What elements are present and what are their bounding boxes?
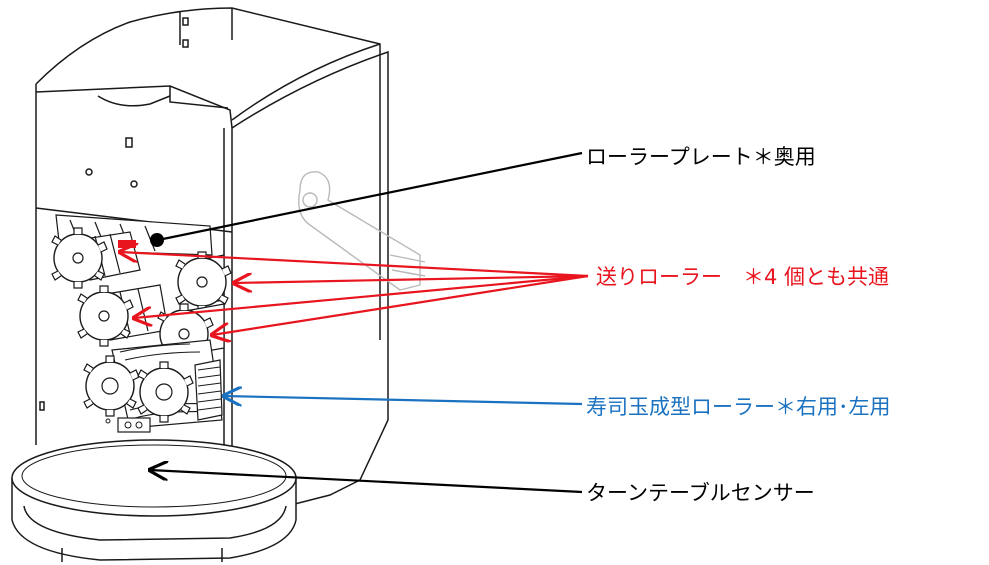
connector-block bbox=[105, 417, 151, 433]
turntable bbox=[11, 439, 297, 562]
leader-sushi-roller bbox=[224, 396, 583, 404]
label-feed-roller: 送りローラー ＊4 個とも共通 bbox=[596, 265, 890, 289]
leader-roller-plate bbox=[150, 151, 583, 247]
roller-assembly bbox=[51, 214, 232, 433]
label-roller-plate: ローラープレート＊奥用 bbox=[586, 145, 816, 169]
leaders-feed-rollers bbox=[120, 252, 589, 335]
side-handle bbox=[298, 171, 426, 291]
sushi-forming-rollers bbox=[83, 339, 223, 429]
feed-roller-top-left bbox=[51, 227, 141, 289]
label-sushi-forming-roller: 寿司玉成型ローラー＊右用･左用 bbox=[586, 395, 891, 419]
label-turntable-sensor: ターンテーブルセンサー bbox=[586, 481, 815, 505]
leader-turntable-sensor bbox=[150, 470, 583, 494]
feed-roller-top-right bbox=[175, 251, 232, 313]
